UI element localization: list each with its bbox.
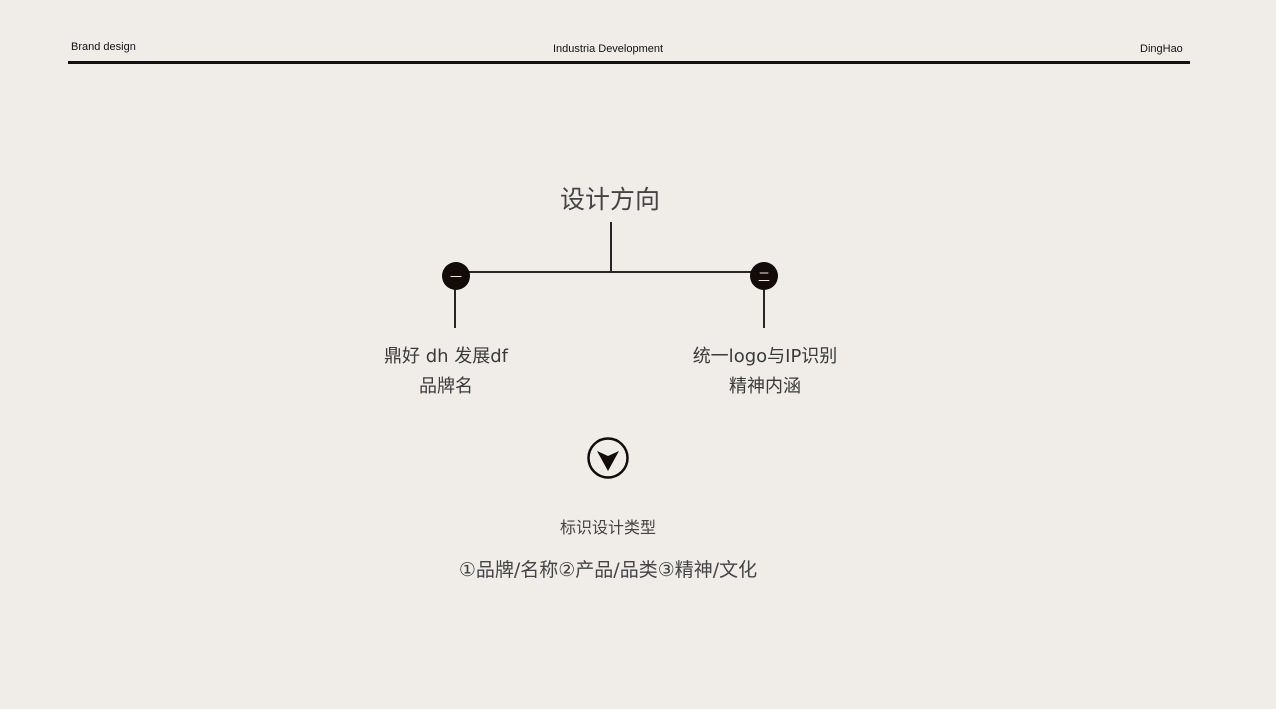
header-industria-development: Industria Development — [553, 43, 664, 55]
logo-types-list: ①品牌/名称②产品/品类③精神/文化 — [458, 559, 758, 581]
node-1-label: 鼎好 dh 发展df 品牌名 — [355, 342, 537, 402]
node-2-line1: 统一logo与IP识别 — [692, 346, 838, 367]
node-2-line2: 精神内涵 — [729, 376, 801, 397]
node-2-connector — [763, 288, 765, 328]
header-dinghao: DingHao — [1140, 43, 1183, 55]
node-1-line2: 品牌名 — [419, 376, 473, 397]
chevron-down-circle-icon — [587, 437, 629, 479]
header-divider — [68, 61, 1190, 64]
node-1-connector — [454, 288, 456, 328]
header-brand-design: Brand design — [71, 41, 136, 53]
node-2-marker: 二 — [750, 262, 778, 290]
diagram-title: 设计方向 — [559, 185, 660, 214]
node-2-label: 统一logo与IP识别 精神内涵 — [665, 342, 865, 402]
node-1-marker: 一 — [442, 262, 470, 290]
logo-types-subtitle: 标识设计类型 — [559, 518, 656, 537]
node-1-line1: 鼎好 dh 发展df — [383, 346, 509, 367]
title-connector — [610, 222, 612, 272]
branch-line — [456, 271, 764, 273]
